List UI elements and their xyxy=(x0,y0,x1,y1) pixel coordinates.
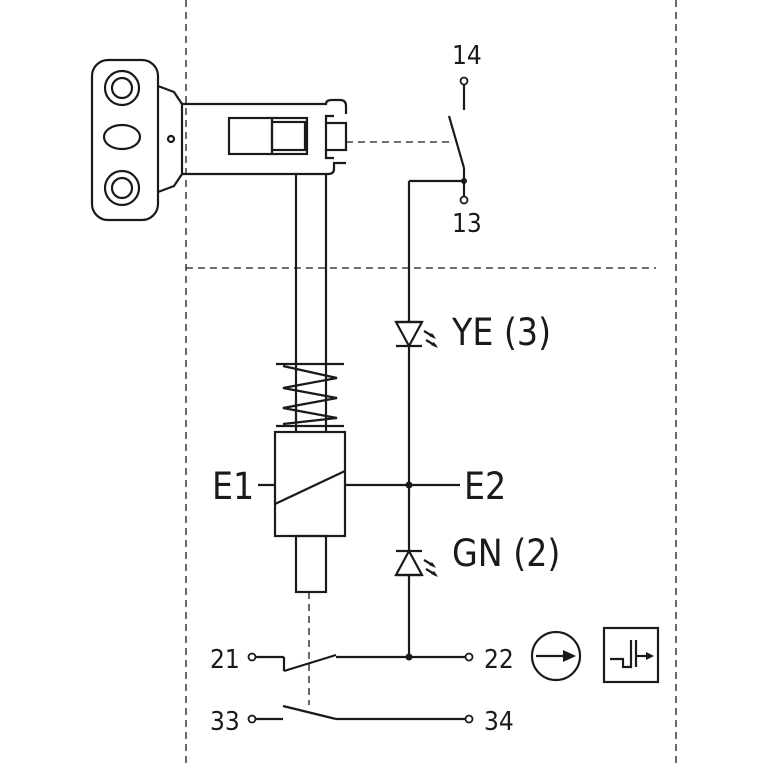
actuator-head xyxy=(90,58,184,222)
led-yellow: YE (3) xyxy=(394,311,551,354)
led-bus xyxy=(405,181,413,661)
terminal-13-label: 13 xyxy=(452,209,482,239)
return-spring xyxy=(276,362,344,428)
contact-33-34: 33 34 xyxy=(210,704,514,737)
terminal-21[interactable] xyxy=(247,652,257,662)
terminal-13[interactable] xyxy=(459,195,469,205)
led-yellow-label: YE (3) xyxy=(451,311,551,354)
housing-boundary xyxy=(185,0,677,767)
led-green: GN (2) xyxy=(394,532,560,577)
contact-21-22: 21 22 xyxy=(210,645,514,675)
led-green-label: GN (2) xyxy=(452,532,560,575)
terminal-34[interactable] xyxy=(464,714,474,724)
terminal-22[interactable] xyxy=(464,652,474,662)
terminal-21-label: 21 xyxy=(210,645,240,675)
terminal-14-label: 14 xyxy=(452,41,482,71)
actuator-plunger xyxy=(182,98,348,176)
terminal-33[interactable] xyxy=(247,714,257,724)
contact-13-14: 14 13 xyxy=(409,41,482,239)
coil-e1-label: E1 xyxy=(212,465,254,508)
pulse-step-arrow-icon xyxy=(602,626,660,684)
solenoid-coil: E1 E2 xyxy=(212,430,506,594)
terminal-22-label: 22 xyxy=(484,645,514,675)
coil-e2-label: E2 xyxy=(464,465,506,508)
circle-arrow-right-icon xyxy=(530,630,582,682)
terminal-34-label: 34 xyxy=(484,707,514,737)
plunger-rod xyxy=(294,174,328,432)
terminal-14[interactable] xyxy=(459,76,469,86)
terminal-33-label: 33 xyxy=(210,707,240,737)
